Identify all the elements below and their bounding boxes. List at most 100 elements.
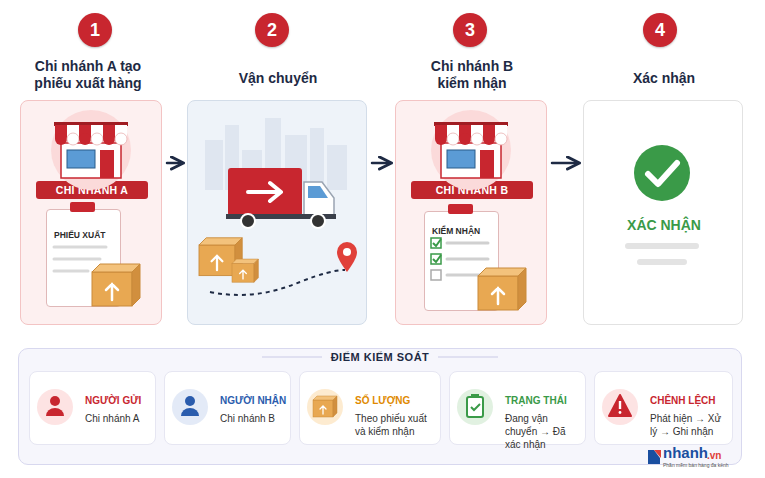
step-number: 2 — [255, 13, 289, 47]
step-heading: Xác nhận — [584, 70, 744, 87]
truck-icon — [228, 168, 302, 216]
title-rule — [262, 356, 498, 357]
sender-icon — [50, 396, 60, 406]
step-heading: Vận chuyển — [188, 70, 368, 87]
box-icon — [232, 259, 258, 282]
truck-icon — [226, 214, 336, 219]
clipboard-detail — [447, 243, 488, 275]
control-panel: ĐIỂM KIỂM SOÁTNGƯỜI GỬIChi nhánh ANGƯỜI … — [18, 348, 742, 465]
item-body: Chi nhánh B — [220, 412, 287, 425]
step-panel: Chi nhánh B kiểm nhậnCHI NHÁNH BKIỂM NHẬ… — [395, 100, 547, 325]
city-skyline — [205, 118, 347, 190]
step-number-text: 3 — [453, 13, 487, 47]
warning-icon — [602, 389, 638, 425]
city-skyline — [242, 150, 262, 190]
control-item: NGƯỜI NHẬN Chi nhánh B — [164, 371, 291, 445]
truck-icon — [241, 214, 255, 228]
status-icon — [457, 389, 493, 425]
store-icon — [431, 110, 511, 190]
sender-icon — [46, 408, 64, 416]
clipboard-title: KIỂM NHẬN — [432, 226, 480, 236]
clipboard-card: KIỂM NHẬN — [424, 211, 499, 311]
control-item: NGƯỜI GỬI Chi nhánh A — [29, 371, 156, 445]
clipboard-detail — [54, 247, 106, 271]
item-heading: TRẠNG THÁI — [505, 395, 584, 406]
status-icon — [471, 404, 480, 410]
item-body: Phát hiện → Xử lý → Ghi nhận — [650, 412, 729, 438]
step-number-text: 1 — [78, 13, 112, 47]
location-pin — [337, 242, 357, 272]
check-badge — [648, 163, 677, 184]
box-icon — [478, 268, 526, 310]
item-heading: SỐ LƯỢNG — [355, 395, 439, 406]
receiver-icon — [181, 408, 199, 416]
clipboard-detail — [431, 238, 441, 248]
step-number: 3 — [453, 13, 487, 47]
step-number: 4 — [643, 13, 677, 47]
clipboard-card: PHIẾU XUẤT — [46, 209, 121, 307]
box-icon — [199, 238, 242, 276]
step-panel: Xác nhậnXÁC NHẬN — [583, 100, 743, 325]
control-item: TRẠNG THÁIĐang vận chuyển → Đã xác nhận — [449, 371, 586, 445]
city-skyline — [265, 118, 281, 190]
clipboard-detail — [431, 204, 488, 280]
receiver-icon — [185, 396, 195, 406]
truck-icon — [311, 214, 325, 228]
truck-icon — [226, 168, 336, 228]
city-skyline — [225, 125, 239, 190]
box-icon — [92, 264, 140, 306]
flow-arrow — [372, 162, 390, 165]
warning-icon — [619, 411, 622, 414]
receiver-icon — [172, 389, 208, 425]
warning-icon — [609, 395, 631, 416]
check-badge — [634, 145, 690, 201]
step-number-text: 4 — [643, 13, 677, 47]
branch-banner: CHI NHÁNH B — [411, 181, 533, 199]
status-icon — [471, 394, 479, 398]
item-body: Theo phiếu xuất và kiểm nhận — [355, 412, 437, 438]
status-icon — [467, 397, 483, 417]
location-pin — [343, 248, 351, 256]
clipboard-detail — [431, 270, 441, 280]
branch-banner: CHI NHÁNH A — [36, 181, 148, 199]
sender-icon — [37, 389, 73, 425]
item-heading: CHÊNH LỆCH — [650, 395, 731, 406]
clipboard-detail — [433, 239, 441, 246]
flow-arrow — [552, 162, 578, 165]
city-skyline — [310, 128, 324, 190]
control-item: CHÊNH LỆCH Phát hiện → Xử lý → Ghi nhận — [594, 371, 733, 445]
status-icon — [457, 389, 493, 425]
store-icon — [51, 110, 131, 190]
sender-icon — [37, 389, 73, 425]
city-skyline — [327, 145, 347, 190]
clipboard-detail — [433, 255, 441, 262]
clipboard-detail — [54, 202, 106, 271]
location-pin — [337, 242, 357, 272]
check-badge — [628, 246, 696, 262]
step-number-text: 2 — [255, 13, 289, 47]
step-panel: Chi nhánh A tạo phiếu xuất hàngCHI NHÁNH… — [20, 100, 162, 325]
item-body: Chi nhánh A — [85, 412, 152, 425]
warning-icon — [619, 401, 621, 409]
banner-text: CHI NHÁNH A — [36, 181, 148, 199]
item-heading: NGƯỜI NHẬN — [220, 395, 289, 406]
city-skyline — [285, 135, 307, 190]
flow-arrow — [167, 162, 182, 165]
panel-title: ĐIỂM KIỂM SOÁT — [19, 351, 741, 363]
step-panel: Vận chuyển — [187, 100, 367, 325]
item-heading: NGƯỜI GỬI — [85, 395, 154, 406]
banner-text: CHI NHÁNH B — [411, 181, 533, 199]
clipboard-detail — [448, 204, 473, 214]
step-heading: Chi nhánh A tạo phiếu xuất hàng — [13, 58, 163, 92]
truck-icon — [308, 186, 328, 198]
check-badge — [628, 145, 696, 262]
step-heading: Chi nhánh B kiểm nhận — [417, 58, 527, 92]
receiver-icon — [172, 389, 208, 425]
control-item: SỐ LƯỢNG Theo phiếu xuất và kiểm nhận — [299, 371, 441, 445]
logo-mark — [654, 450, 661, 458]
clipboard-detail — [70, 202, 95, 212]
clipboard-detail — [431, 254, 441, 264]
clipboard-title: PHIẾU XUẤT — [54, 230, 105, 240]
